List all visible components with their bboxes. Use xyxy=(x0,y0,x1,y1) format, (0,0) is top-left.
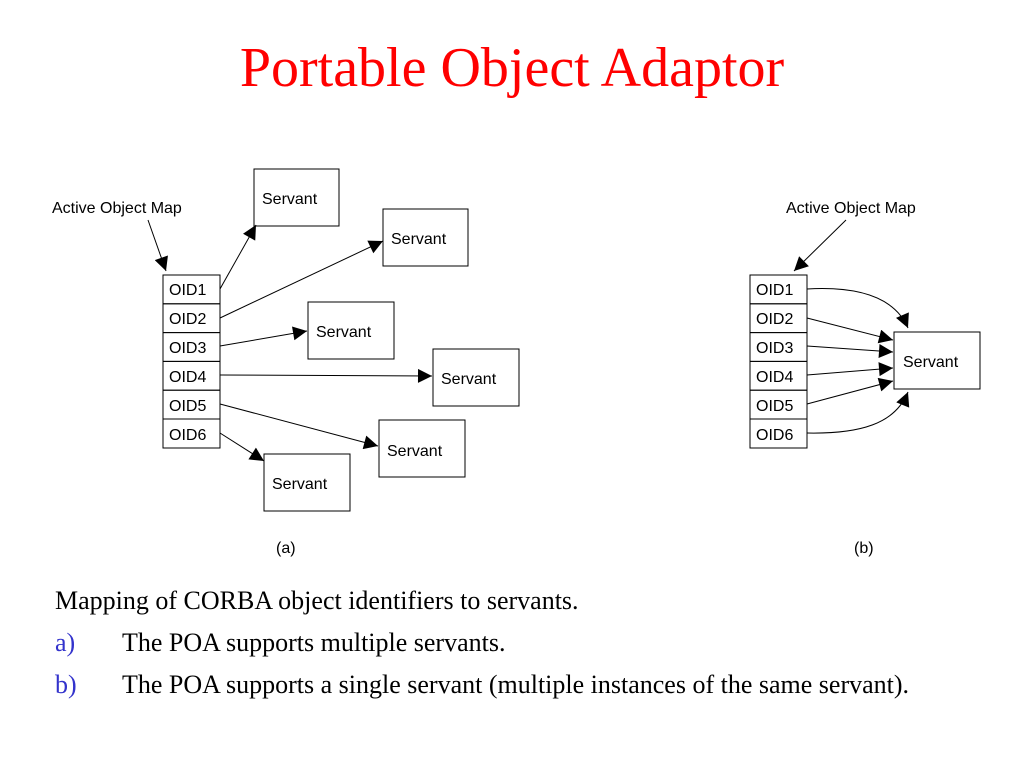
list-item: b) The POA supports a single servant (mu… xyxy=(55,670,985,700)
servant-box-a: Servant xyxy=(382,208,469,267)
oid-cell-b: OID6 xyxy=(756,427,793,444)
list-marker: b) xyxy=(55,670,77,699)
servant-label: Servant xyxy=(441,371,497,388)
servant-box-a: Servant xyxy=(432,348,520,407)
servant-label: Servant xyxy=(272,476,328,493)
servant-label: Servant xyxy=(316,324,372,341)
active-object-map-label-a: Active Object Map xyxy=(52,200,182,217)
figure-caption: Mapping of CORBA object identifiers to s… xyxy=(55,586,579,615)
list-item-text: The POA supports a single servant (multi… xyxy=(122,670,910,699)
oid-cell-b: OID4 xyxy=(756,369,793,386)
oid-to-servant-arrow-b xyxy=(806,391,910,434)
servant-label: Servant xyxy=(391,231,447,248)
active-object-map-label-b: Active Object Map xyxy=(786,200,916,217)
servant-label: Servant xyxy=(387,443,443,460)
servant-box-a: Servant xyxy=(307,301,395,360)
oid-cell-b: OID2 xyxy=(756,311,793,328)
caption-b: (b) xyxy=(854,540,874,557)
servant-label: Servant xyxy=(903,354,959,371)
servant-box-a: Servant xyxy=(253,168,340,227)
oid-table-a: OID1 OID2 OID3 OID4 OID5 OID6 xyxy=(162,274,221,449)
caption-a: (a) xyxy=(276,540,296,557)
oid-cell-a: OID4 xyxy=(169,369,206,386)
servant-box-a: Servant xyxy=(263,453,351,512)
oid-to-servant-arrow-a xyxy=(219,224,257,290)
map-pointer-arrow-a xyxy=(147,219,168,272)
oid-to-servant-arrow-b xyxy=(806,344,894,359)
servant-box-b: Servant xyxy=(893,331,981,390)
oid-to-servant-arrow-b xyxy=(806,317,894,344)
oid-to-servant-arrow-a xyxy=(219,368,433,383)
oid-cell-b: OID3 xyxy=(756,340,793,357)
oid-cell-b: OID5 xyxy=(756,398,793,415)
oid-cell-a: OID1 xyxy=(169,282,206,299)
oid-to-servant-arrow-a xyxy=(219,432,265,462)
oid-to-servant-arrow-a xyxy=(219,403,379,450)
diagram-a: Active Object Map OID1 OID2 OID3 OID4 OI… xyxy=(52,168,520,557)
list-item: a) The POA supports multiple servants. xyxy=(55,628,985,658)
oid-to-servant-arrow-a xyxy=(219,240,384,319)
oid-cell-a: OID2 xyxy=(169,311,206,328)
map-pointer-arrow-b xyxy=(793,219,847,272)
oid-cell-a: OID5 xyxy=(169,398,206,415)
oid-to-servant-arrow-b xyxy=(806,362,894,377)
oid-to-servant-arrow-a xyxy=(219,326,308,347)
slide-body: Mapping of CORBA object identifiers to s… xyxy=(55,586,985,712)
oid-cell-b: OID1 xyxy=(756,282,793,299)
servant-box-a: Servant xyxy=(378,419,466,478)
list-item-text: The POA supports multiple servants. xyxy=(122,628,506,657)
slide-title: Portable Object Adaptor xyxy=(239,37,785,99)
oid-table-b: OID1 OID2 OID3 OID4 OID5 OID6 xyxy=(749,274,808,449)
oid-cell-a: OID3 xyxy=(169,340,206,357)
oid-to-servant-arrow-b xyxy=(806,377,894,405)
oid-cell-a: OID6 xyxy=(169,427,206,444)
servant-label: Servant xyxy=(262,191,318,208)
diagram-b: Active Object Map OID1 OID2 OID3 OID4 OI… xyxy=(749,200,981,557)
list-marker: a) xyxy=(55,628,76,657)
oid-to-servant-arrow-b xyxy=(806,288,909,329)
